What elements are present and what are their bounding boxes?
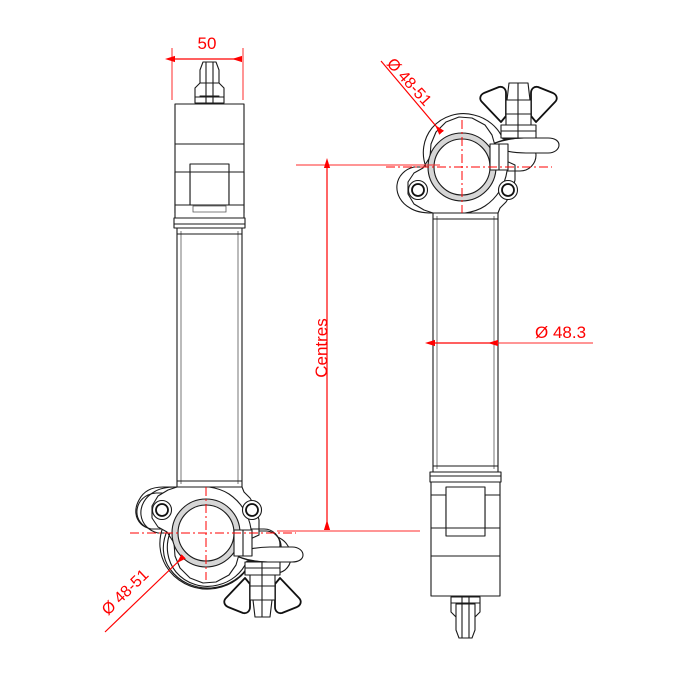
dimension-centres: Centres	[277, 158, 440, 532]
dimension-label-bore-right: Ø 48-51	[383, 55, 434, 109]
wing-nut-right	[479, 82, 558, 139]
dimension-label-centres: Centres	[312, 318, 331, 378]
clamp-body-left	[135, 486, 304, 618]
dimension-tube-diameter: Ø 48.3	[425, 323, 593, 347]
tube-left	[176, 227, 243, 488]
body-block-left	[173, 103, 246, 229]
dimension-label-tube-diameter: Ø 48.3	[535, 323, 586, 342]
dimension-bore-right: Ø 48-51	[380, 55, 445, 135]
wing-nut-left	[223, 561, 302, 618]
spigot-pin-left	[194, 61, 225, 104]
left-elevation-view	[130, 61, 304, 618]
body-block-right	[429, 471, 502, 639]
right-elevation-view	[386, 82, 560, 639]
dimension-label-bore-left: Ø 48-51	[99, 566, 152, 618]
dimension-width-50: 50	[165, 34, 244, 100]
spigot-pin-right	[450, 596, 481, 639]
dimension-label-50: 50	[198, 34, 217, 53]
